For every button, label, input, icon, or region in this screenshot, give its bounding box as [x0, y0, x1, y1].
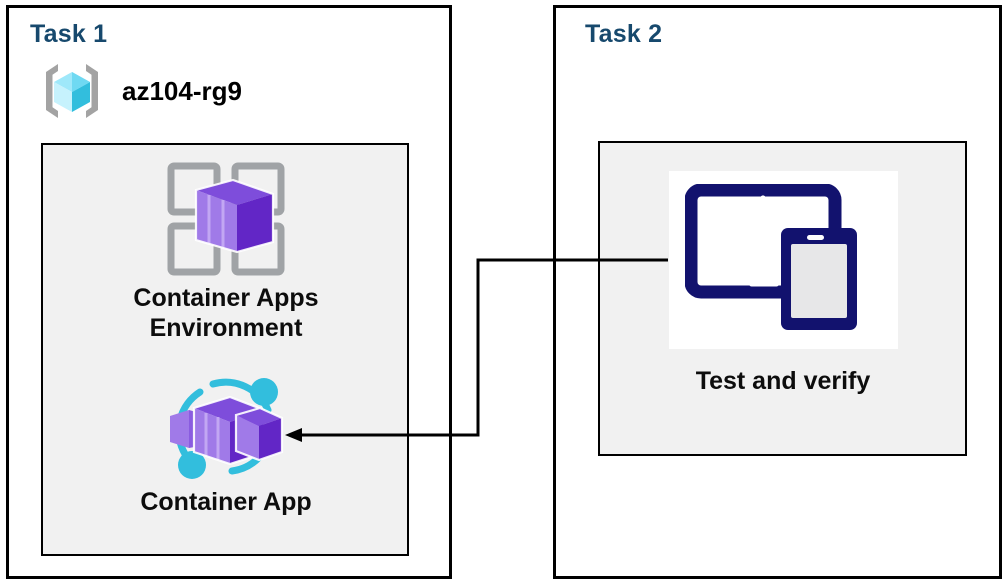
node-container-apps-environment: Container Apps Environment	[81, 158, 371, 343]
container-app-icon	[81, 368, 371, 486]
task-1-title: Task 1	[30, 20, 108, 48]
node-label-test-and-verify: Test and verify	[695, 367, 871, 395]
task-2-title: Task 2	[585, 20, 663, 48]
node-test-and-verify: Test and verify	[618, 171, 948, 397]
resource-group-name: az104-rg9	[122, 75, 242, 106]
resource-group-icon	[36, 60, 108, 122]
devices-tablet-phone-icon	[685, 184, 881, 336]
node-container-app: Container App	[81, 368, 371, 518]
test-and-verify-icon-plate	[668, 171, 898, 349]
container-apps-environment-icon	[81, 158, 371, 280]
node-label-container-app: Container App	[140, 488, 312, 516]
resource-group-row: az104-rg9	[36, 60, 242, 122]
node-label-container-apps-environment: Container Apps Environment	[133, 284, 319, 342]
